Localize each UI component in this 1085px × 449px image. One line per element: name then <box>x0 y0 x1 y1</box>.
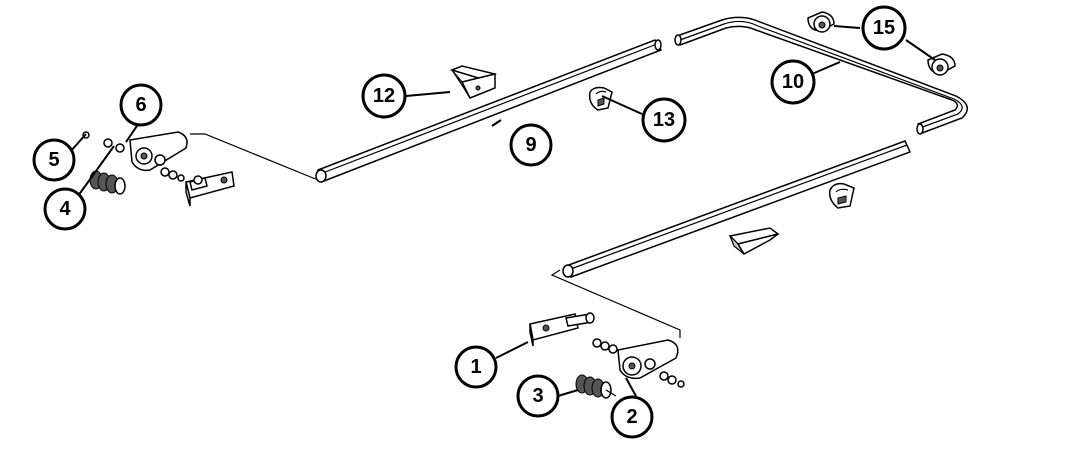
callout-1: 1 <box>454 345 498 389</box>
callout-2-label: 2 <box>626 406 637 428</box>
callout-10: 10 <box>770 59 816 105</box>
spring-left <box>89 170 126 195</box>
rail-tube-9 <box>315 39 663 183</box>
spring-right <box>575 374 617 399</box>
callout-9: 9 <box>509 123 553 167</box>
callout-9-label: 9 <box>525 134 536 156</box>
callout-12: 12 <box>361 73 407 119</box>
callout-4-label: 4 <box>59 198 71 220</box>
clamp-13 <box>588 86 613 111</box>
callout-15: 15 <box>861 5 907 51</box>
callout-13: 13 <box>641 97 687 143</box>
left-assembly <box>82 131 319 207</box>
callout-10-label: 10 <box>782 71 804 93</box>
bracket-12 <box>449 65 497 99</box>
callout-15-label: 15 <box>873 17 895 39</box>
callout-3-label: 3 <box>532 385 543 407</box>
callout-6-label: 6 <box>135 94 146 116</box>
callout-5: 5 <box>32 138 76 182</box>
right-assembly <box>529 269 685 399</box>
u-bar-10 <box>674 16 968 135</box>
callout-6: 6 <box>119 83 163 127</box>
leader-lines <box>69 25 936 397</box>
callout-1-label: 1 <box>470 356 481 378</box>
callout-3: 3 <box>516 374 560 418</box>
callout-13-label: 13 <box>653 109 675 131</box>
rail-tube-front <box>562 140 912 278</box>
callout-5-label: 5 <box>48 149 59 171</box>
callout-4: 4 <box>43 187 87 231</box>
bumper-15-top <box>807 11 835 33</box>
bracket-front-rail <box>728 227 780 255</box>
clamp-front-rail <box>828 182 855 209</box>
callout-12-label: 12 <box>373 85 395 107</box>
callout-2: 2 <box>610 395 654 439</box>
